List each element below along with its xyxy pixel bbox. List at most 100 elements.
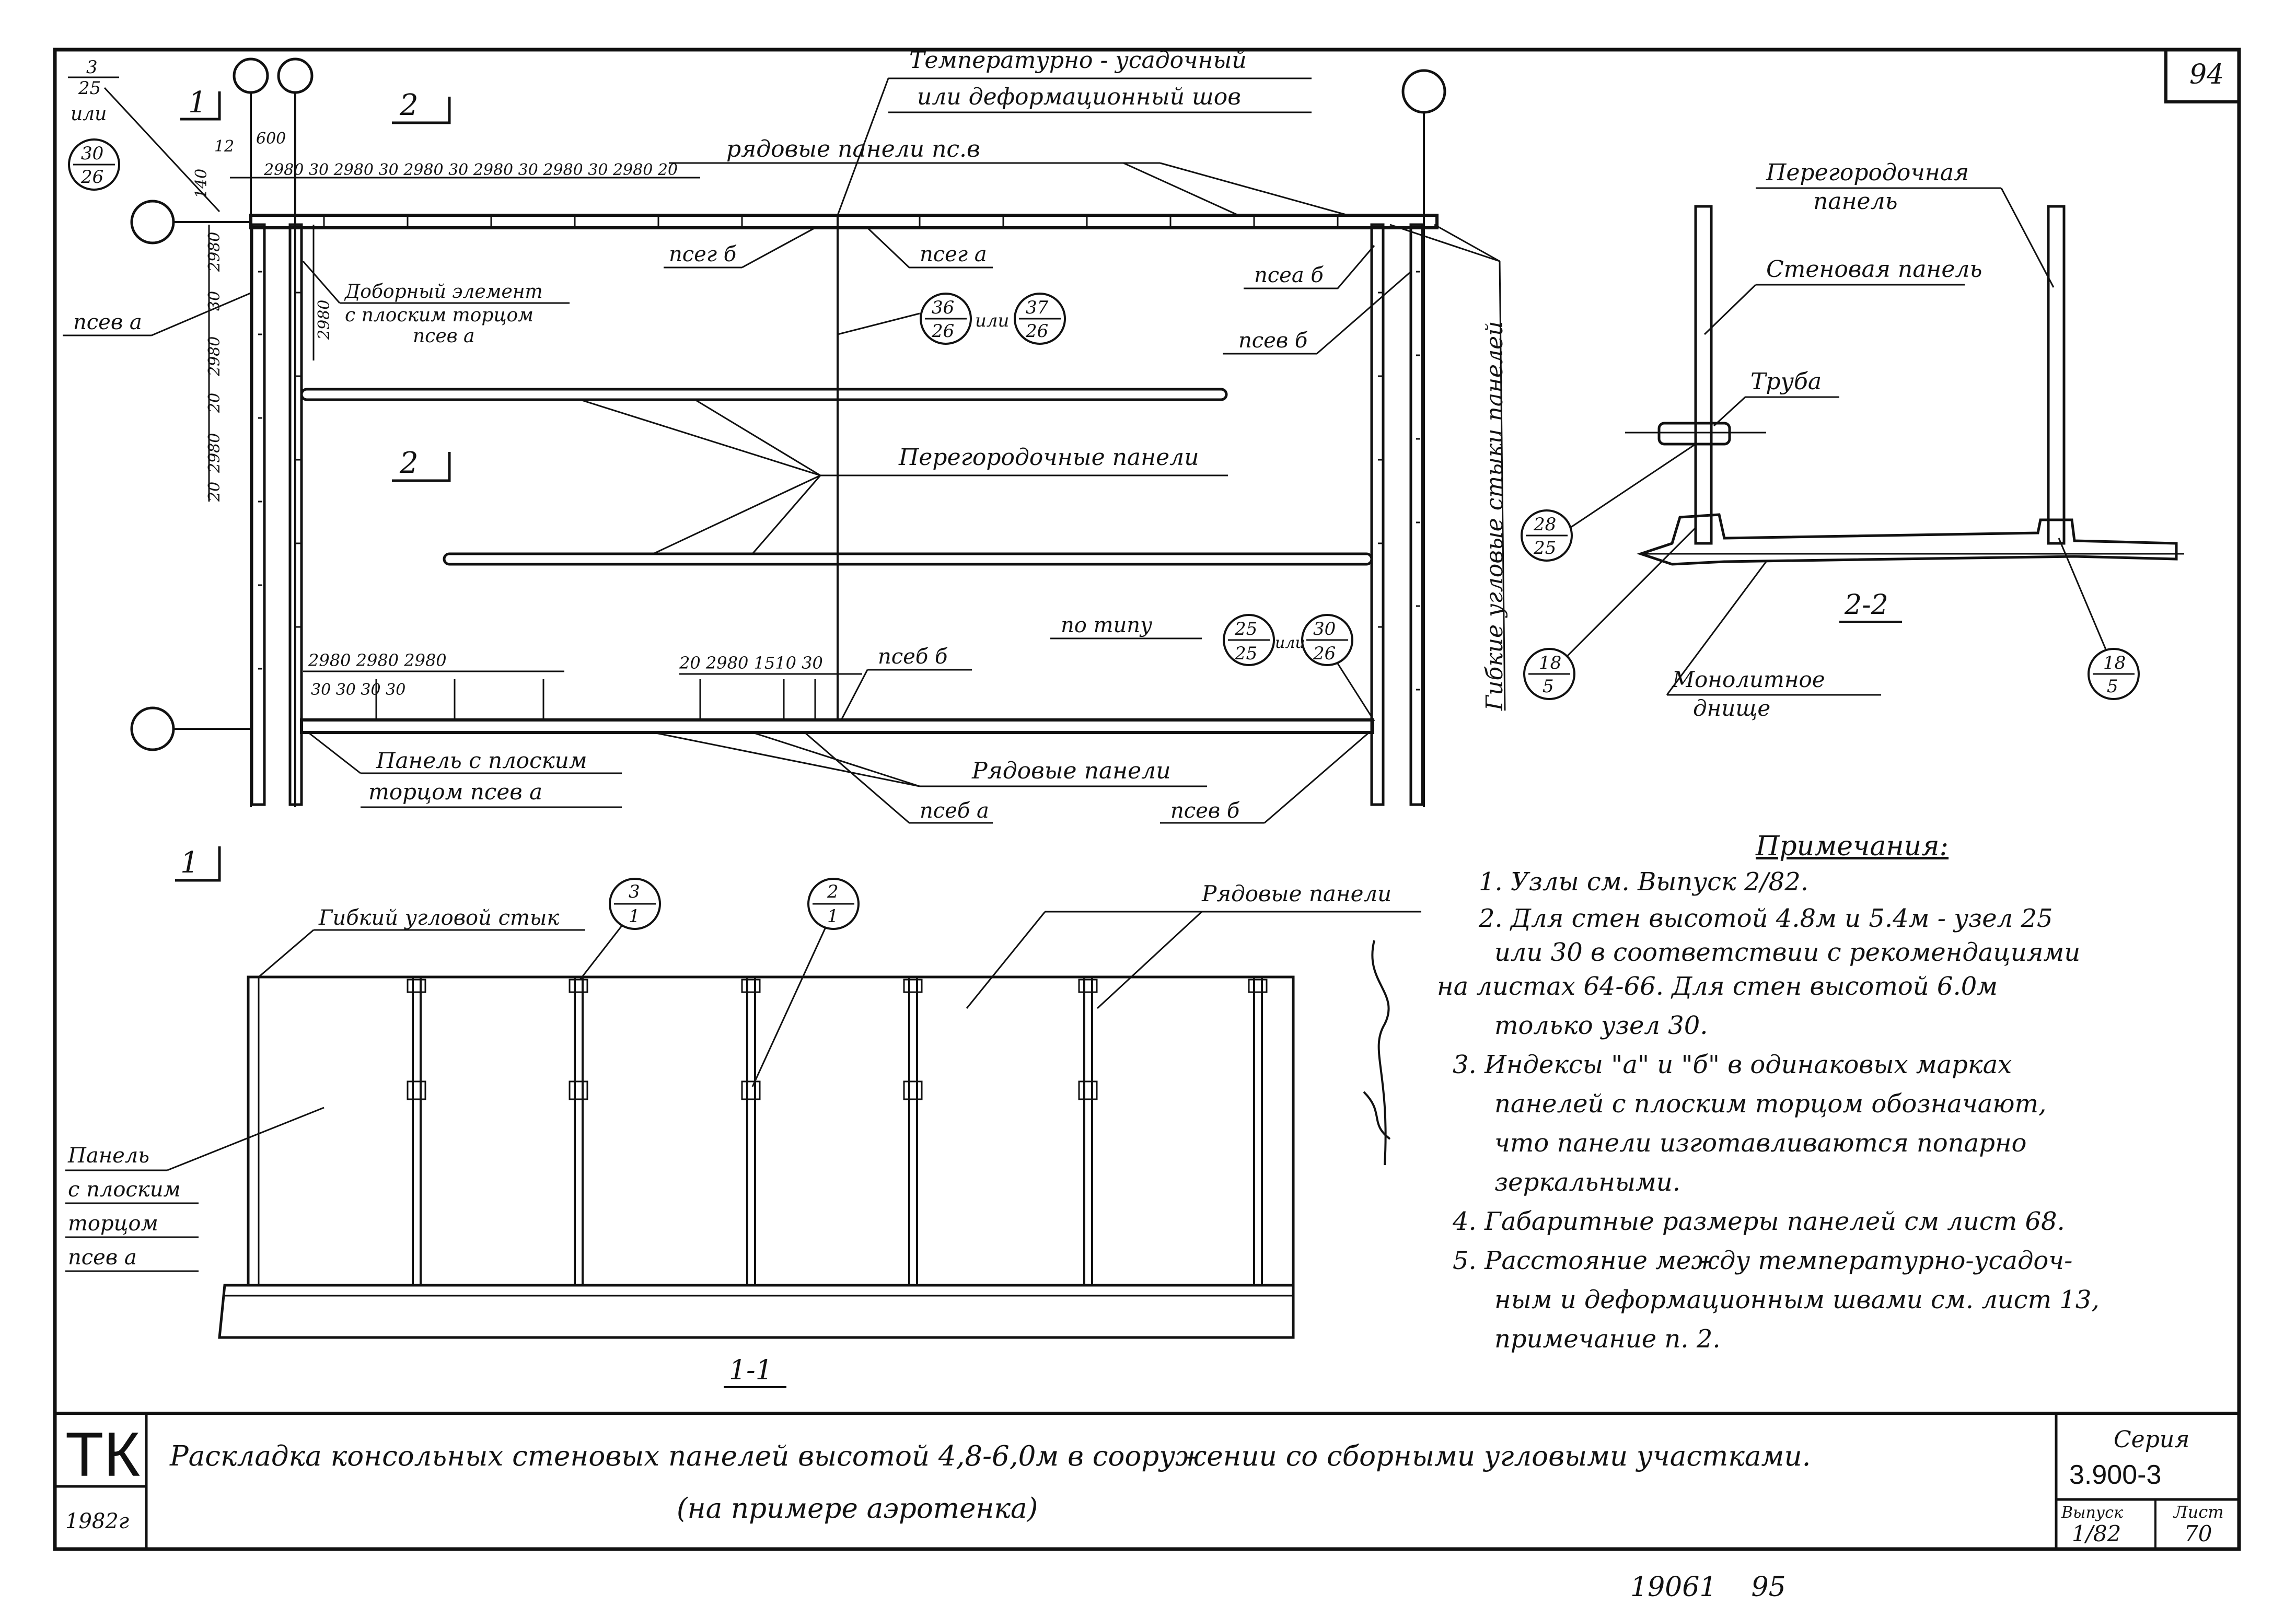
flat-panel-elev-2: с плоским <box>68 1178 181 1202</box>
issue-label: Выпуск <box>2061 1504 2123 1522</box>
pse-v-b2: псев б <box>1170 799 1240 823</box>
note-line-5: только узел 30. <box>1494 1011 1708 1040</box>
pse-v-a: псев а <box>73 310 142 334</box>
node-37-26-top: 37 <box>1026 297 1049 318</box>
partition-panel-label-2: панель <box>1813 188 1898 215</box>
left-wall-outer <box>250 223 266 806</box>
right-wall-outer <box>1409 223 1424 806</box>
notes-title: Примечания: <box>1756 831 1949 862</box>
extra-element-1: Доборный элемент <box>344 281 543 303</box>
top-dims: 2980 30 2980 30 2980 30 2980 30 2980 30 … <box>263 161 678 179</box>
node-37-26-bottom: 26 <box>1025 321 1048 342</box>
top-wall <box>249 214 1439 229</box>
svg-text:20: 20 <box>205 482 224 502</box>
node-30-26b-bottom: 26 <box>1313 643 1336 664</box>
node-25-25-top: 25 <box>1234 619 1257 639</box>
row-panels-bottom: Рядовые панели <box>971 758 1171 784</box>
node-30-26-bottom: 26 <box>80 167 103 188</box>
section-1-1: 1 Гибкий угловой стык 3 1 <box>65 846 1421 1388</box>
note-line-6: 3. Индексы "а" и "б" в одинаковых марках <box>1453 1050 2012 1079</box>
pse-b-a: псеб а <box>920 799 989 823</box>
break-line-right <box>1363 1091 1391 1140</box>
pse-v-b: псев б <box>1238 329 1308 353</box>
note-line-9: зеркальными. <box>1494 1168 1680 1197</box>
or-text: или <box>71 103 107 125</box>
axis-marker <box>233 57 269 94</box>
monolith-label-2: днище <box>1693 695 1770 721</box>
note-line-8: что панели изготавливаются попарно <box>1494 1129 2027 1158</box>
note-line-12: ным и деформационным швами см. лист 13, <box>1494 1285 2100 1314</box>
wall-panel-label: Стеновая панель <box>1766 256 1982 283</box>
sheet-value: 70 <box>2184 1521 2212 1546</box>
note-line-3: или 30 в соответствии с рекомендациями <box>1494 938 2081 967</box>
series-label: Серия <box>2114 1426 2189 1453</box>
left-wall-inner <box>288 223 303 806</box>
pse-g-a: псег а <box>920 242 987 266</box>
node-28-25-top: 28 <box>1533 514 1556 535</box>
series-value: 3.900-3 <box>2069 1460 2161 1490</box>
axis-marker <box>130 200 175 245</box>
partition-panel-2 <box>443 552 1373 566</box>
extra-element-3: псев а <box>413 325 475 347</box>
page-number-box <box>2164 50 2239 103</box>
axis-marker <box>130 706 175 751</box>
notes-block: Примечания: 1. Узлы см. Выпуск 2/82. 2. … <box>1437 831 2221 1405</box>
right-wall-inner <box>1370 223 1385 806</box>
svg-text:30: 30 <box>205 291 224 311</box>
tk-logo: ТК <box>65 1420 140 1490</box>
section-partition-panel <box>2047 205 2066 545</box>
dim-140: 140 <box>192 169 211 199</box>
sheet-label: Лист <box>2173 1502 2224 1522</box>
issue-value: 1/82 <box>2072 1521 2121 1546</box>
joint-label-1: Температурно - усадочный <box>909 47 1247 74</box>
flex-joint-label: Гибкий угловой стык <box>318 906 560 930</box>
note-line-10: 4. Габаритные размеры панелей см лист 68… <box>1453 1207 2065 1236</box>
dim-12: 12 <box>214 137 234 156</box>
elevation-wall <box>247 975 1295 1287</box>
node-2-1-bottom: 1 <box>827 906 839 927</box>
monolith-label-1: Монолитное <box>1672 667 1825 692</box>
title-line-1: Раскладка консольных стеновых панелей вы… <box>169 1440 1811 1472</box>
node-28-25-bottom: 25 <box>1533 538 1556 559</box>
node-2-1-top: 2 <box>827 881 839 902</box>
axis-marker <box>1401 69 1446 114</box>
note-line-4: на листах 64-66. Для стен высотой 6.0м <box>1437 972 1998 1001</box>
node-3-25-top: 3 <box>86 57 98 78</box>
note-line-2: 2. Для стен высотой 4.8м и 5.4м - узел 2… <box>1479 904 2053 933</box>
pipe-label: Труба <box>1750 368 1822 395</box>
svg-text:2980: 2980 <box>205 336 224 377</box>
flat-panel-elev-3: торцом <box>68 1212 158 1236</box>
svg-text:2980: 2980 <box>205 232 224 272</box>
svg-text:20: 20 <box>205 393 224 413</box>
elevation-joints <box>407 977 1268 1285</box>
flat-panel-1: Панель с плоским <box>376 748 587 773</box>
pse-g-b: псег б <box>669 242 737 266</box>
node-3-25-bottom: 25 <box>78 78 101 99</box>
section-1-1-mark: 1 <box>180 846 199 880</box>
note-line-11: 5. Расстояние между температурно-усадоч- <box>1453 1246 2073 1275</box>
bottom-dims-mid: 20 2980 1510 30 <box>679 653 823 673</box>
stamp-numbers: 19061 95 <box>1630 1572 1786 1603</box>
row-panels-label: Рядовые панели <box>1201 881 1391 906</box>
plan-view: 1 2 2 3 25 или 30 26 600 12 140 2980 30 … <box>63 47 1508 824</box>
section-2-2-title: 2-2 <box>1844 589 1888 621</box>
node-30-26-top: 30 <box>81 143 103 164</box>
partition-panels-label: Перегородочные панели <box>898 444 1199 471</box>
node-18-5a-bottom: 5 <box>1543 676 1554 697</box>
by-type-label: по типу <box>1061 613 1153 637</box>
pse-a-b: псеа б <box>1254 263 1324 287</box>
flat-panel-2: торцом псев а <box>368 779 542 805</box>
monolith-bottom <box>1637 513 2178 566</box>
bottom-wall <box>300 718 1374 734</box>
flat-panel-elev-1: Панель <box>67 1144 149 1168</box>
axis-marker <box>277 57 314 94</box>
bottom-dims-left: 2980 2980 2980 <box>308 650 447 670</box>
page-number: 94 <box>2189 59 2224 90</box>
note-line-7: панелей с плоским торцом обозначают, <box>1494 1089 2047 1119</box>
section-mark-2b: 2 <box>399 446 419 480</box>
note-line-1: 1. Узлы см. Выпуск 2/82. <box>1479 867 1809 897</box>
section-1-1-title: 1-1 <box>729 1355 773 1386</box>
svg-text:2980: 2980 <box>205 433 224 473</box>
title-line-2: (на примере аэротенка) <box>677 1493 1038 1525</box>
partition-panel-label-1: Перегородочная <box>1766 159 1969 186</box>
